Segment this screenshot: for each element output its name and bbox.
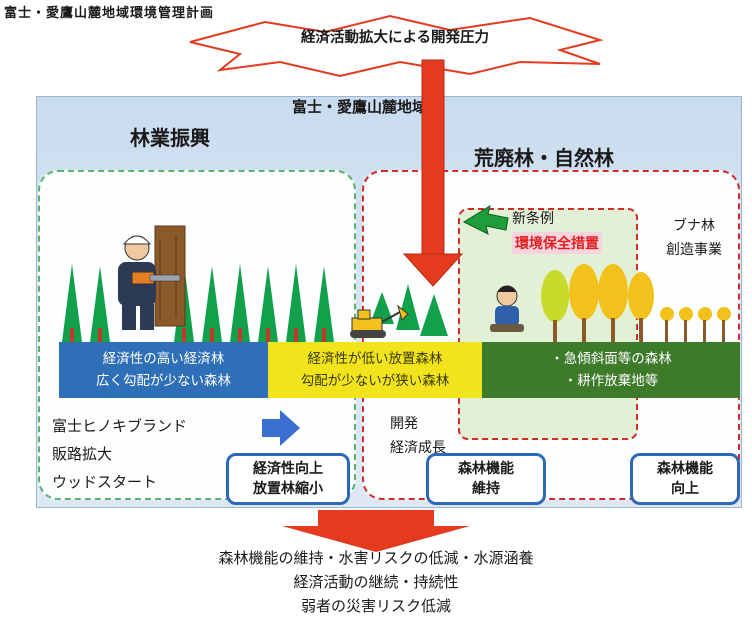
- outcome-line: 経済活動の継続・持続性: [293, 573, 459, 591]
- forestry-initiatives: 富士ヒノキブランド 販路拡大 ウッドスタート: [52, 412, 187, 496]
- natural-forest-heading: 荒廃林・自然林: [474, 146, 614, 170]
- box-line: 維持: [472, 481, 500, 497]
- forest-function-maintain-box: 森林機能 維持: [426, 453, 546, 505]
- beech-label-line: 創造事業: [666, 242, 722, 258]
- box-line: 森林機能: [458, 461, 514, 477]
- region-title: 富士・愛鷹山麓地域: [292, 98, 428, 116]
- development-line: 経済成長: [390, 440, 446, 456]
- box-line: 放置林縮小: [253, 481, 323, 497]
- band-line: ・急傾斜面等の森林: [550, 351, 672, 367]
- beech-label-line: ブナ林: [673, 218, 715, 234]
- abandoned-forest-band: 経済性が低い放置森林 勾配が少ないが狭い森林: [268, 342, 482, 398]
- box-line: 経済性向上: [253, 461, 323, 477]
- economic-improvement-box: 経済性向上 放置林縮小: [226, 453, 350, 505]
- outcome-line: 弱者の災害リスク低減: [300, 597, 451, 615]
- outcome-line: 森林機能の維持・水害リスクの低減・水源涵養: [218, 549, 534, 567]
- initiative-line: ウッドスタート: [52, 473, 158, 491]
- band-line: 経済性の高い経済林: [102, 351, 225, 367]
- steep-slope-band: ・急傾斜面等の森林 ・耕作放棄地等: [482, 342, 740, 398]
- development-line: 開発: [390, 416, 418, 432]
- initiative-line: 富士ヒノキブランド: [52, 417, 188, 435]
- document-title: 富士・愛鷹山麓地域環境管理計画: [4, 6, 215, 21]
- band-line: 勾配が少ないが狭い森林: [300, 373, 450, 389]
- band-line: ・耕作放棄地等: [563, 373, 659, 389]
- expected-outcomes: 森林機能の維持・水害リスクの低減・水源涵養 経済活動の継続・持続性 弱者の災害リ…: [0, 546, 752, 618]
- environmental-measures-label: 環境保全措置: [512, 232, 602, 254]
- box-line: 森林機能: [657, 461, 713, 477]
- pressure-label: 経済活動拡大による開発圧力: [300, 30, 490, 46]
- initiative-line: 販路拡大: [52, 445, 113, 463]
- beech-project-label: ブナ林 創造事業: [666, 214, 722, 262]
- new-ordinance-label: 新条例: [512, 211, 554, 227]
- band-line: 経済性が低い放置森林: [307, 351, 443, 367]
- economic-forest-band: 経済性の高い経済林 広く勾配が少ない森林: [59, 342, 268, 398]
- forestry-heading: 林業振興: [130, 126, 210, 150]
- conservation-zone: [458, 208, 638, 440]
- forest-function-improve-box: 森林機能 向上: [630, 453, 740, 505]
- band-line: 広く勾配が少ない森林: [96, 373, 231, 389]
- development-label: 開発 経済成長: [390, 412, 446, 460]
- box-line: 向上: [671, 481, 699, 497]
